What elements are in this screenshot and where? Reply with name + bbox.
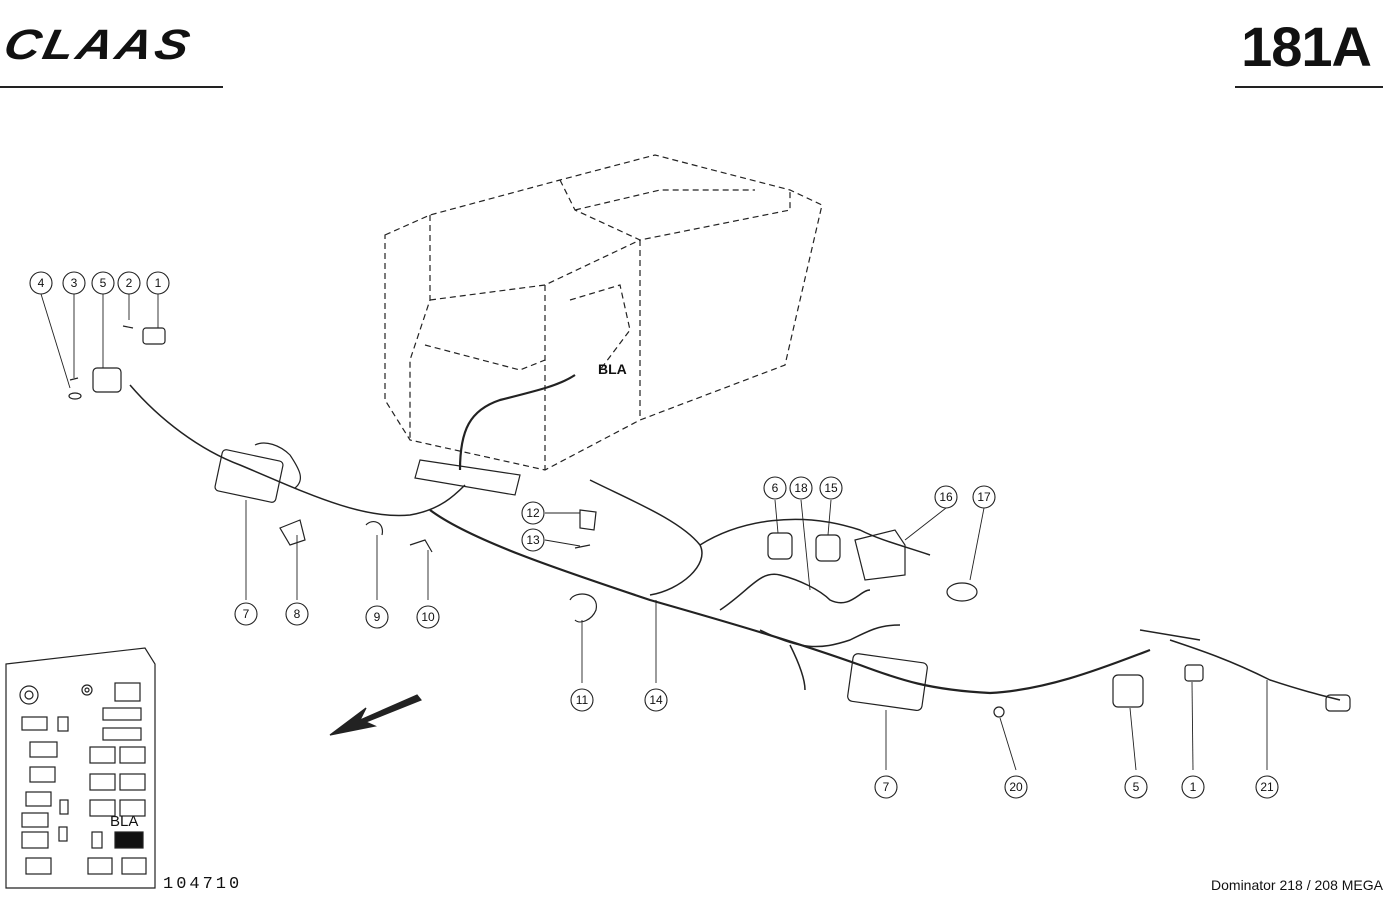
callout-10: 10: [421, 610, 435, 624]
page-number: 181A: [1241, 15, 1372, 78]
callout-16: 16: [939, 490, 953, 504]
callout-7b: 7: [883, 780, 890, 794]
model-name: Dominator 218 / 208 MEGA: [1211, 877, 1383, 893]
inset-label-bla: BLA: [110, 813, 138, 830]
callout-12: 12: [526, 506, 540, 520]
callout-8: 8: [294, 607, 301, 621]
callout-1b: 1: [1190, 780, 1197, 794]
callout-1: 1: [155, 276, 162, 290]
cab-outline: [384, 154, 823, 471]
harness-label-bla: BLA: [598, 361, 627, 377]
callout-13: 13: [526, 533, 540, 547]
callout-7: 7: [243, 607, 250, 621]
callout-17: 17: [977, 490, 991, 504]
drawing-number: 104710: [163, 875, 243, 894]
callout-21: 21: [1260, 780, 1274, 794]
header-rule-left: [0, 86, 223, 88]
header-rule-right: [1235, 86, 1383, 88]
callout-20: 20: [1009, 780, 1023, 794]
callout-2: 2: [126, 276, 133, 290]
callout-3: 3: [71, 276, 78, 290]
callout-9: 9: [374, 610, 381, 624]
callout-14: 14: [649, 693, 663, 707]
callout-5b: 5: [1133, 780, 1140, 794]
direction-arrow: [329, 694, 422, 736]
location-inset: [5, 647, 156, 889]
main-harness-cable: [458, 374, 576, 471]
callout-15: 15: [824, 481, 838, 495]
callout-4: 4: [38, 276, 45, 290]
callout-5: 5: [100, 276, 107, 290]
callout-18: 18: [794, 481, 808, 495]
callout-11: 11: [576, 693, 589, 707]
callout-6: 6: [772, 481, 779, 495]
